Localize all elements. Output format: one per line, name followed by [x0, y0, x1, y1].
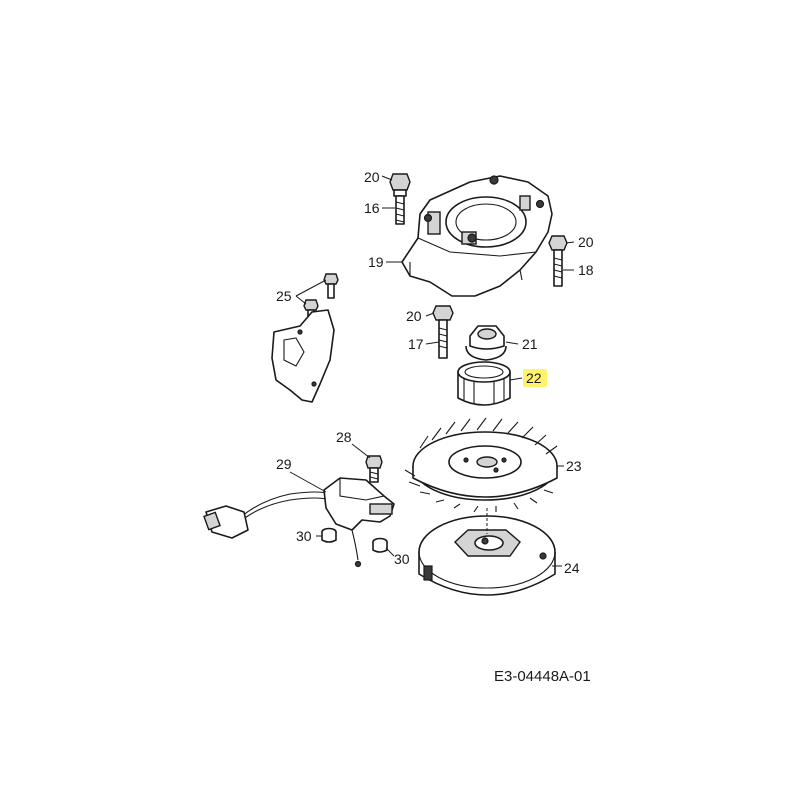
callout-18: 18: [578, 262, 594, 278]
callout-20-right: 20: [578, 234, 594, 250]
part-23-cooling-fan[interactable]: [404, 417, 558, 513]
part-28-screw[interactable]: [365, 455, 383, 483]
part-16-stud-bolt[interactable]: [395, 195, 405, 225]
callout-29: 29: [276, 456, 292, 472]
callout-labels: 20 16 20 18 19 25 20 17 21 22 23 24 28 2…: [276, 169, 594, 576]
callout-20-center: 20: [406, 308, 422, 324]
part-30-spacer-left[interactable]: [321, 527, 337, 543]
callout-20-upper-left: 20: [364, 169, 380, 185]
part-24-flywheel[interactable]: [418, 508, 556, 596]
part-30-spacer-right[interactable]: [372, 537, 388, 553]
part-21-flange-nut[interactable]: [465, 325, 507, 361]
callout-22-highlight: [523, 369, 547, 387]
callout-19: 19: [368, 254, 384, 270]
reference-code: E3-04448A-01: [494, 668, 591, 685]
callout-23: 23: [566, 458, 582, 474]
part-20-nut-right[interactable]: [548, 235, 568, 251]
part-18-stud-bolt[interactable]: [553, 249, 563, 287]
part-25-bracket[interactable]: [271, 309, 335, 403]
callout-30-right: 30: [394, 551, 410, 567]
part-17-stud-bolt[interactable]: [438, 319, 448, 359]
part-20-nut-upper-left[interactable]: [389, 173, 411, 197]
callout-21: 21: [522, 336, 538, 352]
callout-16: 16: [364, 200, 380, 216]
callout-28: 28: [336, 429, 352, 445]
part-19-blower-housing[interactable]: [401, 175, 553, 297]
part-29-ignition-coil[interactable]: [203, 477, 395, 568]
callout-30-left: 30: [296, 528, 312, 544]
part-20-nut-center[interactable]: [432, 305, 454, 321]
callout-25: 25: [276, 288, 292, 304]
part-22-starter-cup[interactable]: [457, 361, 511, 406]
leader-lines: [289, 175, 575, 567]
part-25-screw-top[interactable]: [323, 273, 339, 299]
callout-24: 24: [564, 560, 580, 576]
callout-17: 17: [408, 336, 424, 352]
callout-22: 22: [526, 370, 542, 386]
